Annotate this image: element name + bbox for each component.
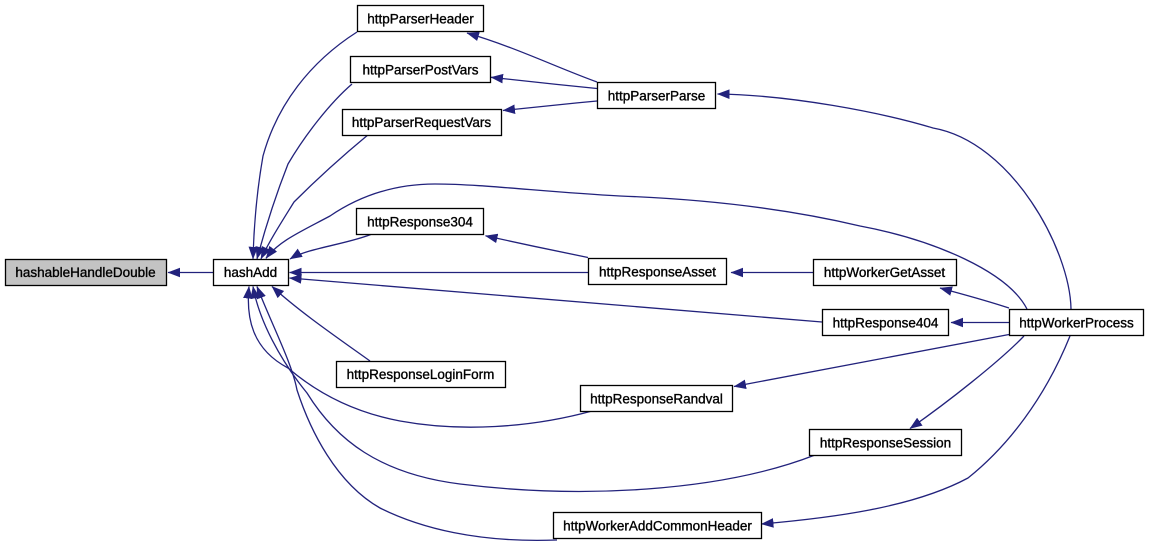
svg-text:httpWorkerProcess: httpWorkerProcess — [1019, 316, 1134, 331]
svg-text:httpWorkerGetAsset: httpWorkerGetAsset — [824, 265, 946, 280]
svg-text:httpResponseLoginForm: httpResponseLoginForm — [347, 367, 495, 382]
svg-text:httpParserParse: httpParserParse — [608, 89, 706, 104]
svg-text:httpResponse404: httpResponse404 — [833, 316, 939, 331]
svg-text:httpResponseAsset: httpResponseAsset — [599, 265, 716, 280]
svg-text:hashableHandleDouble: hashableHandleDouble — [15, 265, 155, 280]
svg-text:httpWorkerAddCommonHeader: httpWorkerAddCommonHeader — [563, 519, 752, 534]
svg-text:httpParserHeader: httpParserHeader — [367, 12, 474, 27]
svg-text:httpParserRequestVars: httpParserRequestVars — [352, 115, 492, 130]
svg-text:httpResponse304: httpResponse304 — [367, 215, 473, 230]
svg-text:httpParserPostVars: httpParserPostVars — [362, 63, 478, 78]
svg-text:httpResponseSession: httpResponseSession — [820, 436, 951, 451]
svg-text:hashAdd: hashAdd — [224, 265, 277, 280]
svg-text:httpResponseRandval: httpResponseRandval — [590, 392, 723, 407]
